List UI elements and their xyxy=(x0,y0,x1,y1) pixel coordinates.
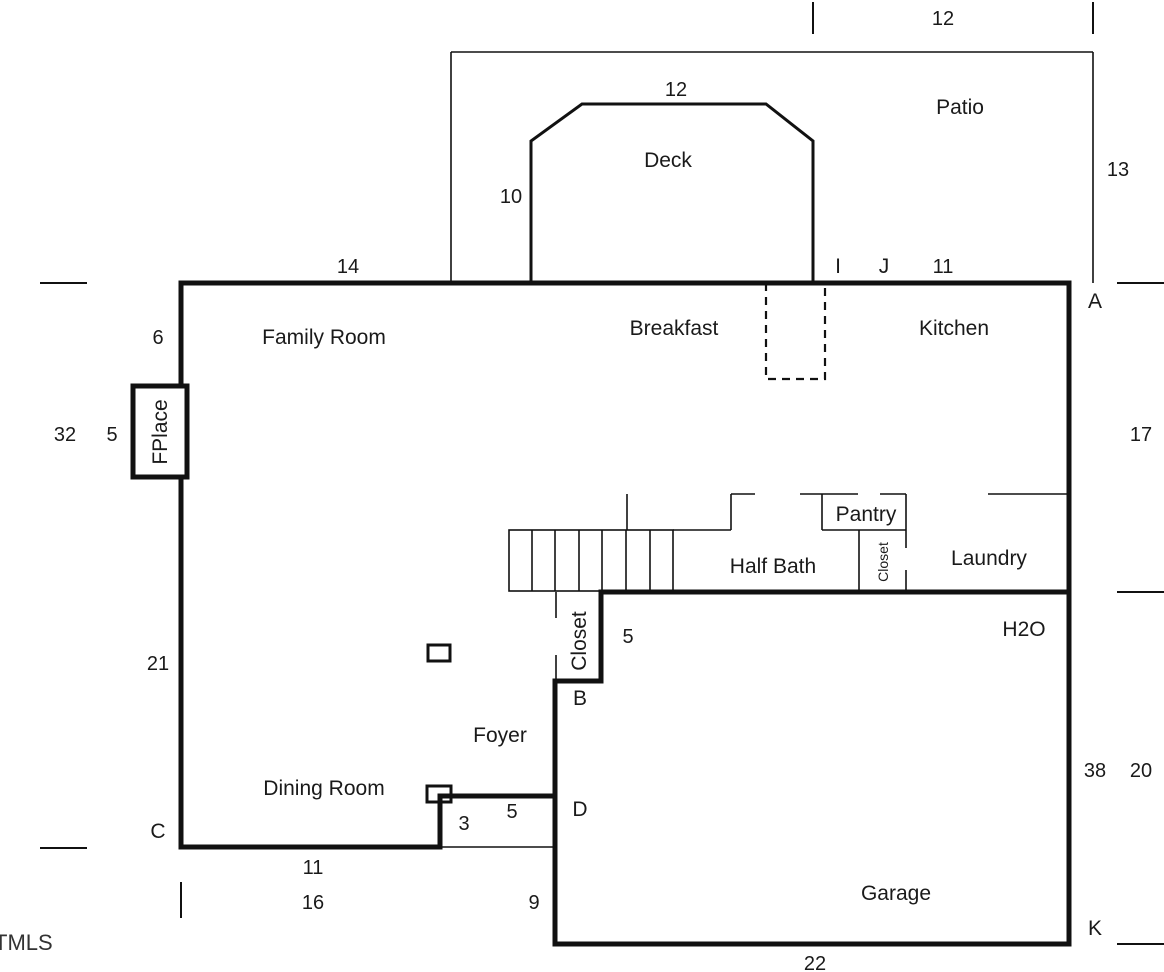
dim-foyer-step-width: 5 xyxy=(506,801,517,823)
dim-overall-left: 32 xyxy=(54,424,76,446)
kitchen-dashed-outline xyxy=(764,283,827,381)
dim-patio-side: 13 xyxy=(1107,159,1129,181)
room-label-kitchen: Kitchen xyxy=(919,317,989,340)
dim-front-left-overall: 16 xyxy=(302,892,324,914)
dim-rear-left: 14 xyxy=(337,256,359,278)
dim-closet-offset: 5 xyxy=(622,626,633,648)
room-label-closet-small: Closet xyxy=(875,542,891,582)
dim-right-upper: 17 xyxy=(1130,424,1152,446)
room-label-half-bath: Half Bath xyxy=(730,555,816,578)
dim-left-lower: 21 xyxy=(147,653,169,675)
dim-garage-left: 9 xyxy=(528,892,539,914)
point-label-b: B xyxy=(573,687,587,710)
room-label-patio: Patio xyxy=(936,96,984,119)
dim-right-lower: 20 xyxy=(1130,760,1152,782)
room-label-family-room: Family Room xyxy=(262,326,386,349)
point-label-a: A xyxy=(1088,290,1102,313)
room-label-laundry: Laundry xyxy=(951,547,1027,570)
room-label-fireplace: FPlace xyxy=(149,399,172,464)
dim-deck-top: 12 xyxy=(665,79,687,101)
deck-outline xyxy=(529,102,815,283)
column-marker xyxy=(425,784,453,804)
watermark-text: TMLS xyxy=(0,930,53,955)
dim-front-dining: 11 xyxy=(303,857,324,879)
floor-register xyxy=(426,643,452,663)
point-label-k: K xyxy=(1088,917,1102,940)
point-label-d: D xyxy=(572,798,587,821)
fireplace-box xyxy=(130,383,190,480)
room-label-h2o: H2O xyxy=(1002,618,1045,641)
stairs xyxy=(508,529,674,592)
dimension-ticks xyxy=(40,2,1164,945)
room-label-closet: Closet xyxy=(568,611,591,671)
room-label-dining-room: Dining Room xyxy=(263,777,384,800)
room-label-breakfast: Breakfast xyxy=(630,317,719,340)
room-label-pantry: Pantry xyxy=(836,503,897,526)
dim-fireplace-depth: 5 xyxy=(106,424,117,446)
dim-deck-side: 10 xyxy=(500,186,522,208)
dim-patio-top: 12 xyxy=(932,8,954,30)
dim-rear-right: 11 xyxy=(933,256,954,278)
dim-garage-inner: 38 xyxy=(1084,760,1106,782)
patio-outline xyxy=(450,51,1094,283)
point-label-i: I xyxy=(835,255,841,278)
room-label-deck: Deck xyxy=(644,149,692,172)
room-label-foyer: Foyer xyxy=(473,724,527,747)
dim-left-upper: 6 xyxy=(152,327,163,349)
room-label-garage: Garage xyxy=(861,882,931,905)
dim-foyer-step-depth: 3 xyxy=(458,813,469,835)
point-label-c: C xyxy=(150,820,165,843)
dim-garage-front: 22 xyxy=(804,953,826,972)
house-exterior-wall xyxy=(178,280,1072,947)
interior-walls xyxy=(440,493,1069,848)
point-label-j: J xyxy=(879,255,890,278)
